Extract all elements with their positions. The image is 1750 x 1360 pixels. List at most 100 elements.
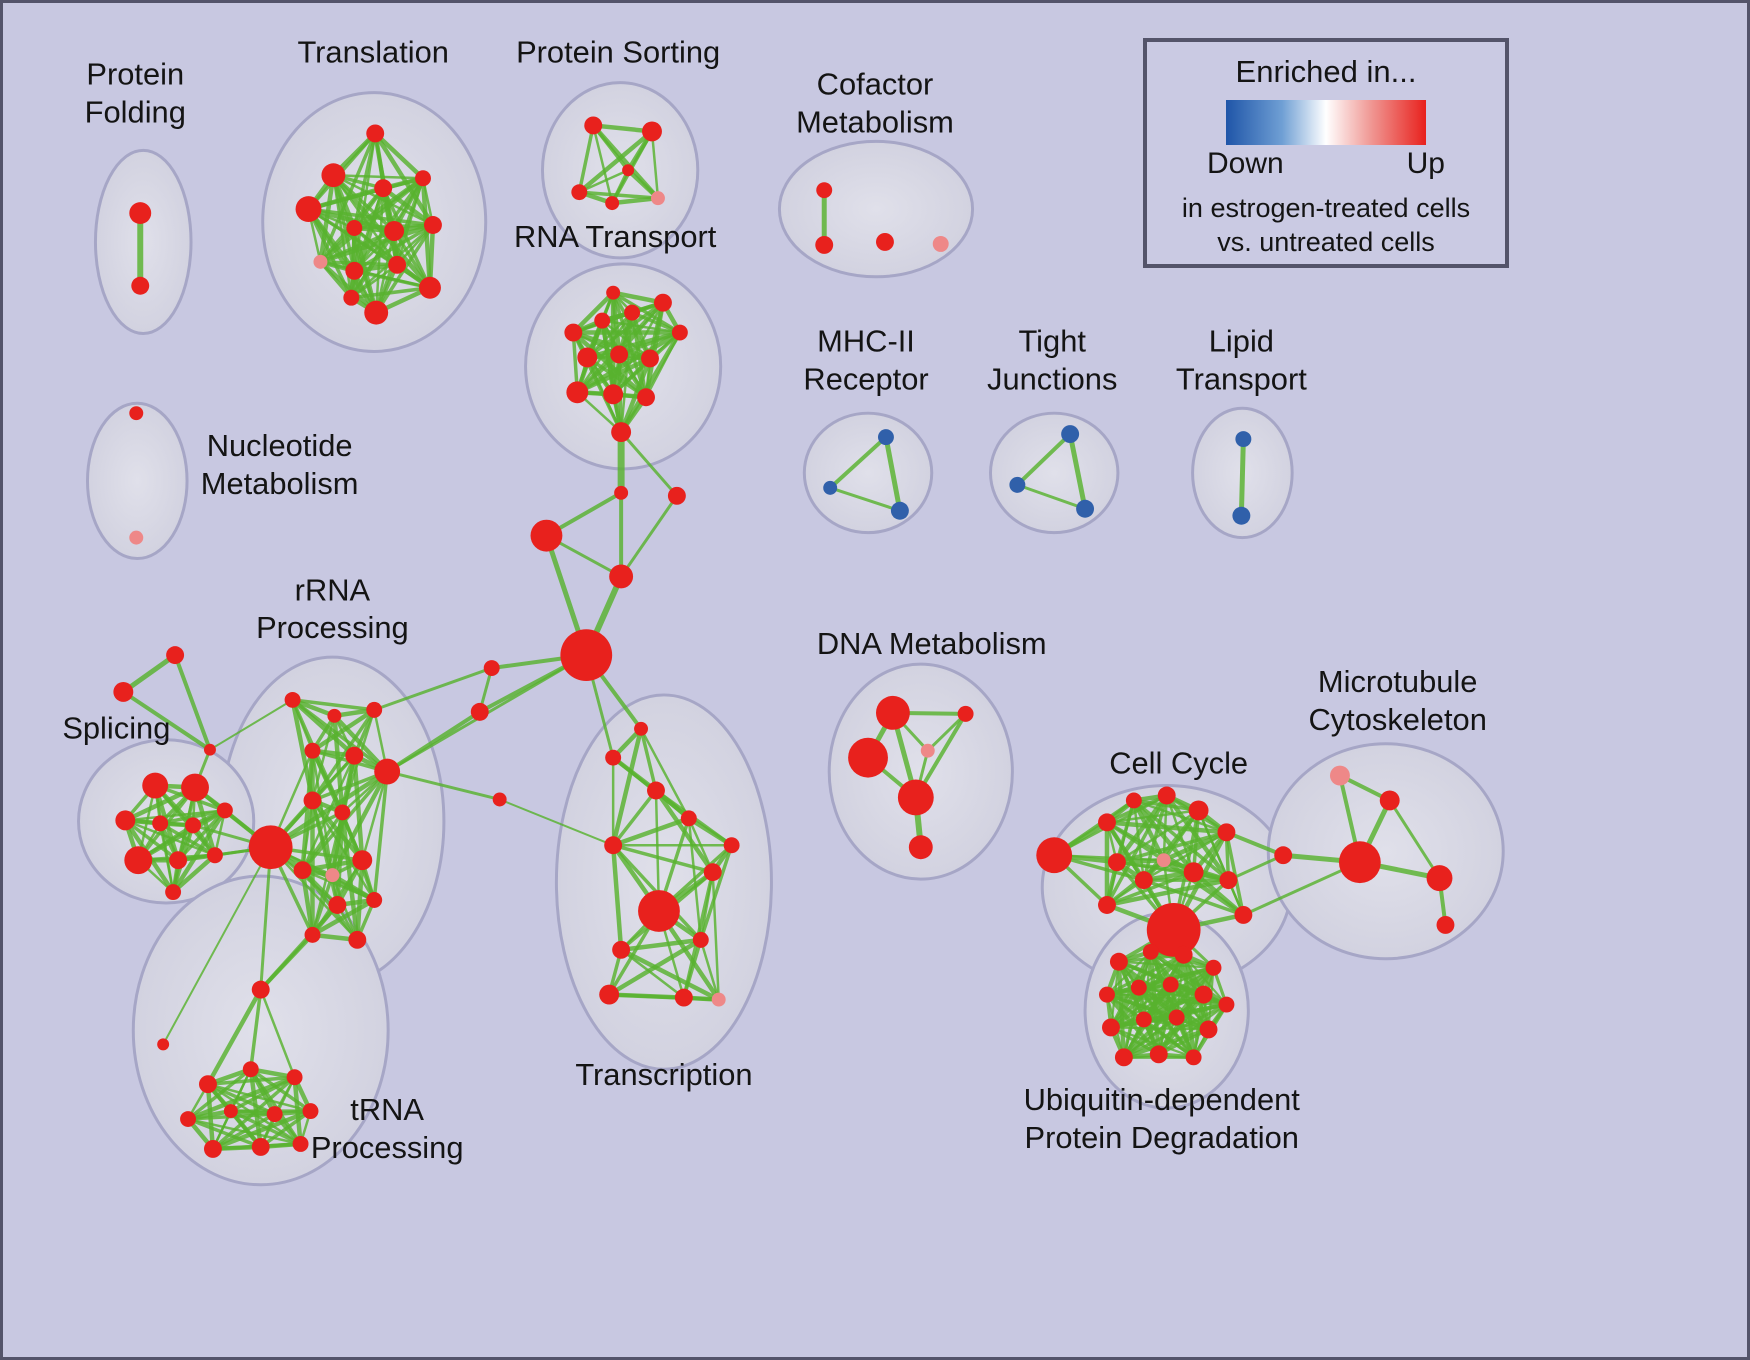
gene-set-node	[606, 285, 621, 300]
gene-set-node	[286, 1069, 303, 1086]
network-edge	[350, 263, 399, 299]
gene-set-node	[304, 742, 321, 759]
network-edge	[606, 937, 704, 997]
gene-set-node	[352, 850, 373, 871]
legend: Enriched in... Down Up in estrogen-treat…	[1143, 38, 1509, 268]
network-edge	[619, 430, 679, 498]
network-edge	[1157, 1027, 1211, 1056]
network-edge	[372, 666, 494, 712]
cluster-label-rr: rRNA	[295, 572, 371, 607]
gene-set-node	[1168, 1009, 1185, 1026]
network-edge	[318, 172, 336, 265]
network-edge	[1388, 798, 1441, 880]
gene-set-node	[1174, 945, 1193, 964]
gene-set-node	[131, 276, 150, 295]
gene-set-node	[198, 1075, 217, 1094]
network-edge	[1226, 853, 1285, 882]
legend-caption: in estrogen-treated cells vs. untreated …	[1147, 191, 1505, 259]
gene-set-node	[957, 705, 974, 722]
gene-set-node	[1436, 915, 1455, 934]
gene-set-node	[113, 681, 134, 702]
cluster-label-tj: Tight	[1018, 323, 1086, 358]
network-edge	[121, 689, 212, 752]
gene-set-node	[251, 1137, 270, 1156]
gene-set-node	[653, 293, 672, 312]
gene-set-node	[1156, 853, 1171, 868]
network-edge	[162, 846, 272, 1046]
gene-set-node	[634, 721, 649, 736]
gene-set-node	[674, 988, 693, 1007]
network-edge	[578, 169, 630, 194]
network-edge	[173, 653, 212, 752]
network-edge	[619, 948, 686, 999]
gene-set-node	[650, 191, 665, 206]
cluster-label-cc: Cell Cycle	[1109, 746, 1248, 781]
network-edge	[1067, 431, 1088, 512]
gene-set-node	[345, 746, 364, 765]
network-edge	[926, 712, 968, 753]
network-edge	[258, 1109, 313, 1149]
gene-set-node	[142, 772, 169, 799]
network-edge	[1137, 986, 1228, 1006]
cluster-label-cf: Cofactor	[817, 67, 934, 102]
network-edge	[592, 124, 614, 205]
network-edge	[300, 867, 315, 938]
network-edge	[1137, 966, 1216, 990]
gene-set-node	[1142, 943, 1159, 960]
network-edge	[310, 897, 377, 938]
gene-set-node	[603, 384, 624, 405]
gene-set-node	[1157, 786, 1176, 805]
gene-set-node	[1061, 425, 1080, 444]
network-edge	[300, 810, 345, 872]
network-edge	[686, 816, 734, 848]
gene-set-node	[1188, 800, 1209, 821]
gene-set-node	[251, 980, 270, 999]
gene-set-node	[293, 861, 312, 880]
gene-set-node	[584, 116, 603, 135]
network-edge	[290, 698, 376, 712]
color-gradient-bar	[1226, 100, 1426, 145]
gene-set-node	[206, 847, 223, 864]
network-edge	[1224, 830, 1246, 917]
gene-set-node	[641, 349, 659, 368]
gene-set-node	[129, 202, 152, 225]
network-edge	[1122, 1015, 1179, 1059]
gene-set-node	[321, 163, 346, 188]
cluster-label-tn: Processing	[311, 1130, 464, 1165]
gene-set-node	[1232, 506, 1251, 525]
network-edge	[610, 726, 644, 848]
gene-set-node	[609, 564, 634, 589]
gene-set-node	[1134, 871, 1153, 890]
network-edge	[259, 845, 273, 992]
gene-set-node	[890, 501, 909, 520]
gene-set-node	[815, 235, 834, 254]
gene-set-node	[124, 846, 153, 875]
network-edge	[1142, 1017, 1196, 1059]
network-edge	[319, 226, 356, 264]
cluster-label-nm: Nucleotide	[207, 428, 353, 463]
network-edge	[340, 810, 360, 943]
network-edge	[498, 798, 615, 847]
network-edge	[630, 310, 682, 335]
gene-set-node	[622, 164, 635, 177]
network-edge	[682, 938, 703, 1000]
gene-set-node	[203, 1139, 222, 1158]
gene-set-node	[642, 121, 662, 142]
gene-set-node	[492, 792, 507, 807]
gene-set-node	[185, 817, 201, 834]
gene-set-node	[366, 124, 385, 143]
gene-set-node	[169, 851, 188, 870]
gene-set-node	[599, 984, 620, 1005]
cluster-ellipse-mc	[1266, 742, 1505, 961]
network-edge	[310, 707, 377, 753]
network-edge	[1241, 860, 1362, 917]
cluster-label-pf: Folding	[85, 94, 186, 129]
cluster-label-lp: Transport	[1176, 361, 1307, 396]
network-edge	[372, 131, 426, 181]
cluster-label-rr: Processing	[256, 610, 409, 645]
network-edge	[585, 300, 665, 360]
gene-set-node	[304, 926, 321, 943]
network-edge	[249, 987, 263, 1072]
network-edge	[374, 229, 396, 314]
